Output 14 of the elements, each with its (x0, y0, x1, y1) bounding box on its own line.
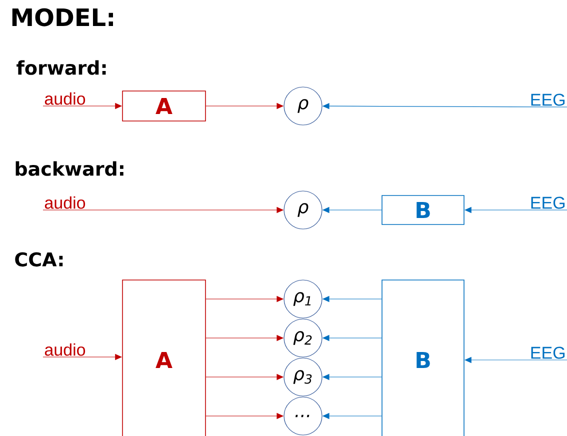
filter-box: A (122, 90, 206, 122)
section-heading: forward: (16, 60, 106, 75)
signal-label: audio (44, 196, 86, 209)
filter-box: B (382, 280, 464, 436)
section-heading: backward: (16, 161, 124, 176)
signal-label: EEG (531, 346, 565, 359)
signal-label: audio (44, 343, 86, 356)
heading: MODEL: (12, 8, 113, 26)
signal-label: EEG (531, 196, 565, 209)
filter-box: A (122, 280, 206, 436)
signal-label: audio (44, 92, 86, 105)
signal-label: EEG (531, 94, 565, 106)
filter-box: B (382, 195, 464, 225)
section-heading: CCA: (15, 252, 63, 267)
